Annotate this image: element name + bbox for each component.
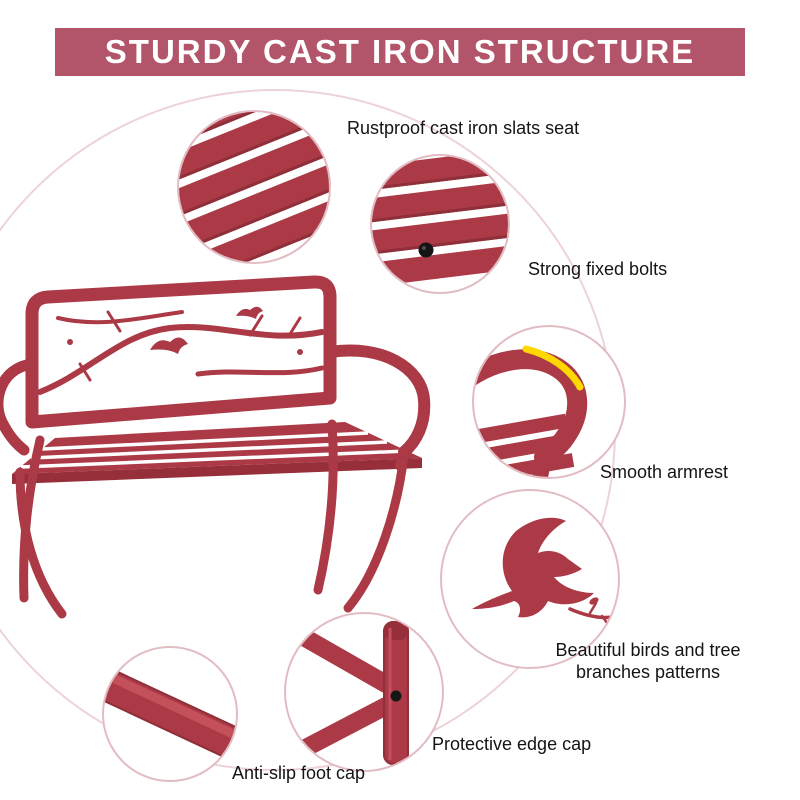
label-edge-cap: Protective edge cap xyxy=(432,734,592,754)
backrest-bird-icon xyxy=(150,337,188,354)
callout-circle-bird-pattern xyxy=(440,489,620,669)
bolt-icon xyxy=(418,242,434,258)
slats-closeup-illustration xyxy=(179,112,329,262)
bolts-closeup-illustration xyxy=(372,156,508,290)
callout-circle-slats-seat xyxy=(177,110,331,264)
callout-circle-edge-cap xyxy=(284,612,444,772)
bird-icon xyxy=(472,517,594,618)
armrest-closeup-illustration xyxy=(474,345,588,477)
label-bird-pattern: Beautiful birds and tree branches patter… xyxy=(555,640,741,682)
highlight-arc-icon xyxy=(522,345,584,391)
label-slats-seat: Rustproof cast iron slats seat xyxy=(347,118,580,138)
label-foot-cap: Anti-slip foot cap xyxy=(232,763,366,783)
screw-icon xyxy=(390,690,402,702)
callout-circle-foot-cap xyxy=(102,646,238,782)
edge-cap-illustration xyxy=(289,621,409,765)
backrest-bird-small-icon xyxy=(236,306,263,319)
page-title: STURDY CAST IRON STRUCTURE xyxy=(104,33,696,70)
foot-cap-illustration xyxy=(104,664,236,764)
label-armrest: Smooth armrest xyxy=(600,462,729,482)
bench-illustration xyxy=(0,275,431,619)
callout-circle-fixed-bolts xyxy=(370,154,510,294)
callout-circle-armrest xyxy=(472,325,626,479)
header-banner: STURDY CAST IRON STRUCTURE xyxy=(55,28,745,76)
label-fixed-bolts: Strong fixed bolts xyxy=(528,259,668,279)
